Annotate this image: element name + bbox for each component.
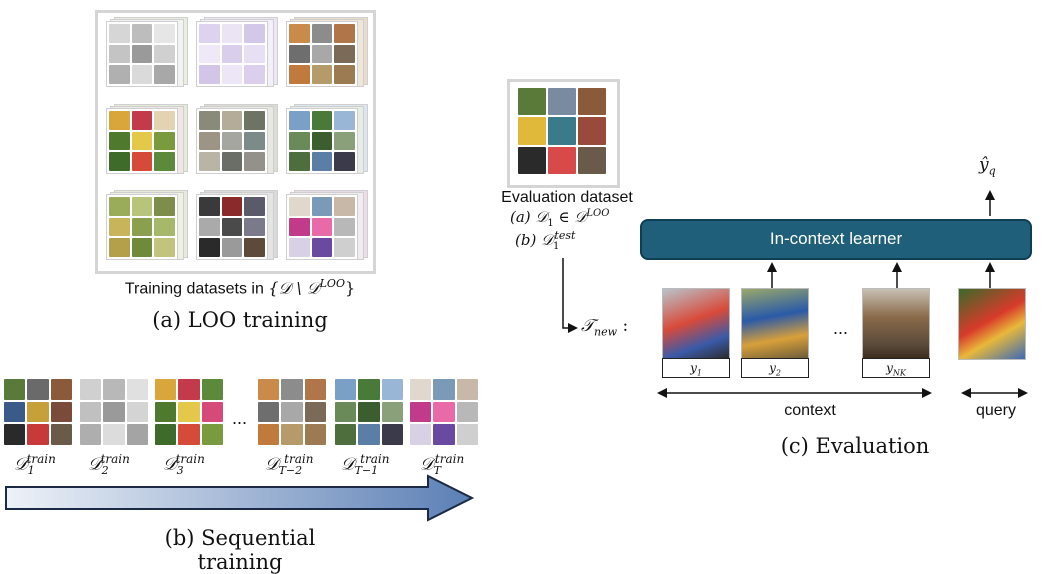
dataset-stack-glyphs bbox=[286, 190, 368, 266]
dataset-stack-leaves bbox=[106, 190, 188, 266]
seq-label-t: 𝒟Ttrain bbox=[420, 452, 465, 478]
dataset-stack-shapes bbox=[106, 17, 188, 93]
caption-evaluation: (c) Evaluation bbox=[780, 434, 930, 458]
in-context-learner-block bbox=[640, 219, 1032, 260]
seq-dataset-2 bbox=[80, 379, 148, 445]
dataset-stack-satellite bbox=[196, 104, 278, 180]
context-image-kingfisher bbox=[741, 288, 809, 360]
dataset-stack-flowers bbox=[106, 104, 188, 180]
in-context-learner-label: In-context learner bbox=[769, 229, 903, 248]
seq-label-2: 𝒟2train bbox=[88, 452, 130, 478]
label-box-ynk: yNK bbox=[862, 358, 930, 378]
evaluation-dataset-grid bbox=[518, 88, 606, 174]
caption-loo-training: (a) LOO training bbox=[152, 308, 328, 332]
seq-label-1: 𝒟1train bbox=[14, 452, 56, 478]
seq-dataset-t bbox=[410, 379, 478, 445]
seq-dataset-3 bbox=[155, 379, 223, 445]
context-image-owl bbox=[862, 288, 930, 360]
seq-label-t-minus-2: 𝒟T−2train bbox=[265, 452, 314, 478]
dataset-stack-sports bbox=[286, 104, 368, 180]
seq-dataset-1 bbox=[4, 379, 72, 445]
evaluation-dataset-title: Evaluation dataset bbox=[501, 189, 633, 206]
query-image-macaw bbox=[958, 288, 1026, 360]
sequence-progress-arrow bbox=[5, 474, 475, 522]
seq-label-3: 𝒟3train bbox=[163, 452, 205, 478]
seq-ellipsis: ... bbox=[232, 408, 248, 428]
dataset-stack-textures bbox=[286, 17, 368, 93]
context-label: context bbox=[784, 402, 836, 419]
caption-sequential-training: (b) Sequential training bbox=[164, 526, 316, 574]
context-image-parrot bbox=[662, 288, 730, 360]
dataset-stack-cars bbox=[196, 190, 278, 266]
seq-dataset-t-minus-2 bbox=[258, 379, 326, 445]
seq-label-t-minus-1: 𝒟T−1train bbox=[341, 452, 390, 478]
training-datasets-label: Training datasets in {𝒟 \ 𝒟LOO} bbox=[124, 277, 356, 298]
query-label: query bbox=[975, 402, 1017, 419]
label-box-y1: y1 bbox=[662, 358, 730, 378]
dataset-stack-textures-purple bbox=[196, 17, 278, 93]
task-new-label: 𝒯new : bbox=[581, 316, 629, 339]
seq-dataset-t-minus-1 bbox=[335, 379, 403, 445]
output-prediction-label: ŷq bbox=[979, 155, 996, 178]
evaluation-line-b: (b) 𝒟1test bbox=[515, 229, 576, 252]
label-box-y2: y2 bbox=[741, 358, 809, 378]
evaluation-line-a: (a) 𝒟1 ∈ 𝒟LOO bbox=[510, 208, 610, 229]
context-ellipsis: ... bbox=[833, 318, 849, 338]
